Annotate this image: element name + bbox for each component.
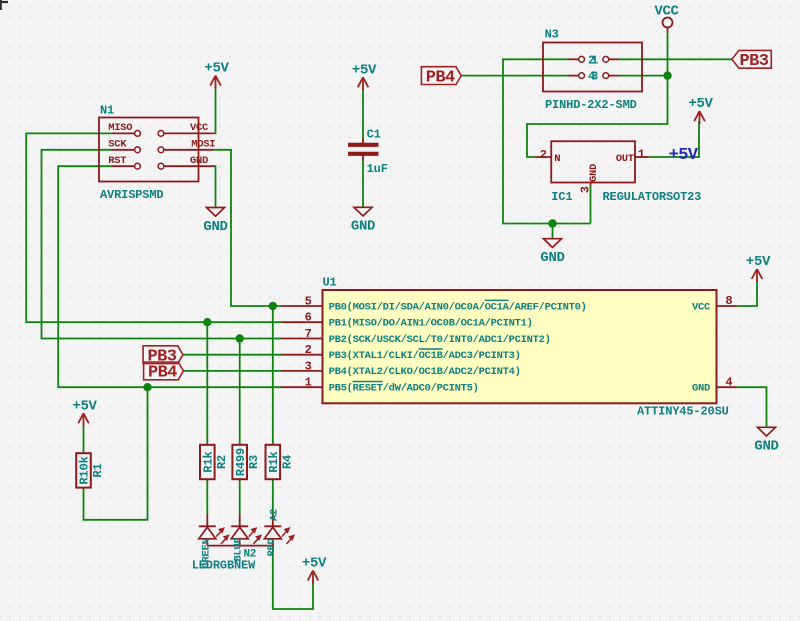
svg-text:5: 5 [305,294,312,308]
svg-text:GND: GND [754,439,778,455]
svg-text:8: 8 [725,294,732,308]
svg-text:PB0(MOSI/DI/SDA/AIN0/OC0A/OC1A: PB0(MOSI/DI/SDA/AIN0/OC0A/OC1A/AREF/PCIN… [329,301,587,313]
svg-text:PB3: PB3 [739,52,768,71]
svg-text:3: 3 [579,186,593,193]
svg-text:R1: R1 [91,463,105,477]
svg-text:ATTINY45-20SU: ATTINY45-20SU [637,404,729,418]
svg-text:N3: N3 [545,28,559,42]
svg-text:MOSI: MOSI [191,139,215,151]
svg-text:PINHD-2X2-SMD: PINHD-2X2-SMD [545,98,637,112]
svg-text:GND: GND [692,383,710,395]
svg-text:GND: GND [203,219,227,235]
svg-text:VCC: VCC [190,122,209,134]
svg-text:N: N [554,153,560,165]
svg-text:1: 1 [305,376,312,390]
svg-text:PB4: PB4 [426,68,455,87]
svg-text:PB1(MISO/DO/AIN1/OC0B/OC1A/PCI: PB1(MISO/DO/AIN1/OC0B/OC1A/PCINT1) [329,318,533,330]
svg-text:PB5(RESET/dW/ADC0/PCINT5): PB5(RESET/dW/ADC0/PCINT5) [329,383,479,395]
svg-text:C1: C1 [367,127,381,141]
svg-text:R4: R4 [280,455,294,469]
svg-text:GND: GND [540,250,564,266]
svg-text:2: 2 [540,148,547,162]
svg-text:+5V: +5V [688,96,713,112]
svg-text:43: 43 [588,70,598,84]
svg-text:4: 4 [725,375,732,389]
svg-text:R3: R3 [247,455,261,469]
svg-text:PB4: PB4 [148,364,177,383]
svg-text:+5V: +5V [746,254,771,270]
svg-text:LEDRGBNEW: LEDRGBNEW [192,558,256,572]
svg-text:RST: RST [108,155,126,167]
svg-text:GND: GND [351,219,375,235]
svg-text:IC1: IC1 [551,190,572,204]
svg-text:U1: U1 [323,275,337,289]
svg-text:+5V: +5V [72,398,97,414]
svg-text:PB4(XTAL2/CLKO/OC1B/ADC2/PCINT: PB4(XTAL2/CLKO/OC1B/ADC2/PCINT4) [329,366,521,378]
svg-text:+5V: +5V [204,61,229,77]
svg-text:VCC: VCC [654,3,679,19]
svg-text:6: 6 [305,311,312,325]
svg-text:N2: N2 [244,548,257,560]
svg-text:BLUE: BLUE [233,537,245,561]
svg-text:R2: R2 [215,455,229,469]
svg-text:GND: GND [190,155,208,167]
svg-text:R499: R499 [234,448,248,476]
svg-text:R1k: R1k [202,451,216,472]
svg-text:PB2(SCK/USCK/SCL/T0/INT0/ADC1/: PB2(SCK/USCK/SCL/T0/INT0/ADC1/PCINT2) [329,334,551,346]
svg-text:1: 1 [638,147,645,161]
svg-text:+5V: +5V [669,146,699,165]
svg-text:3: 3 [305,359,312,373]
svg-text:N1: N1 [100,104,114,118]
svg-text:21: 21 [588,53,598,67]
svg-text:SCK: SCK [108,139,127,151]
svg-text:7: 7 [305,327,312,341]
svg-text:VCC: VCC [692,301,711,313]
svg-text:GND: GND [588,164,600,182]
svg-text:A2: A2 [269,509,281,521]
svg-text:+5V: +5V [302,556,327,572]
svg-text:R10k: R10k [78,456,92,484]
svg-text:GREEN: GREEN [200,538,212,568]
svg-text:RED: RED [266,538,278,556]
svg-text:MISO: MISO [108,122,132,134]
svg-text:2: 2 [305,343,312,357]
svg-text:OUT: OUT [616,153,634,165]
svg-text:PB3(XTAL1/CLKI/OC1B/ADC3/PCINT: PB3(XTAL1/CLKI/OC1B/ADC3/PCINT3) [329,350,521,362]
svg-text:+5V: +5V [352,62,377,78]
svg-text:REGULATORSOT23: REGULATORSOT23 [603,190,702,204]
svg-text:AVRISPSMD: AVRISPSMD [100,188,163,202]
svg-text:1uF: 1uF [367,162,388,176]
svg-text:R1k: R1k [267,451,281,472]
